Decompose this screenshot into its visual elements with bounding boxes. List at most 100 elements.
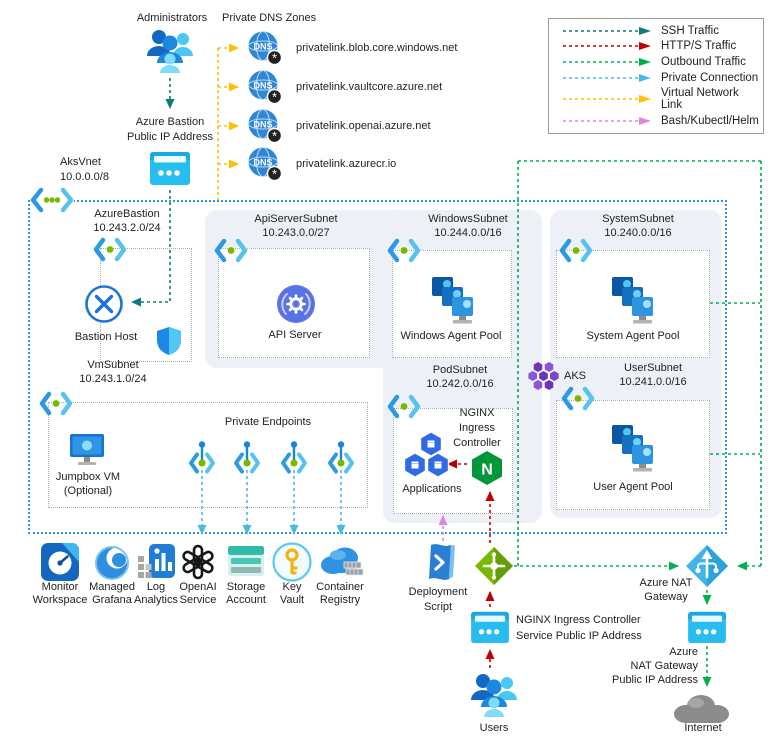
service-label-openai-1: OpenAI — [179, 581, 217, 593]
pod-subnet-cidr: 10.242.0.0/16 — [426, 378, 494, 390]
bastion-public-ip-label-1: Azure Bastion — [135, 116, 205, 128]
service-label-monitor-2: Workspace — [32, 594, 88, 606]
dns-zones-title: Private DNS Zones — [222, 12, 317, 24]
ssh-line-sample — [563, 26, 651, 35]
windows-subnet-cidr: 10.244.0.0/16 — [434, 227, 502, 239]
applications-pods-icon — [404, 431, 450, 478]
service-label-registry-2: Registry — [319, 594, 361, 606]
dns-zone-label: privatelink.blob.core.windows.net — [296, 42, 458, 54]
service-label-grafana-1: Managed — [89, 581, 135, 593]
administrators-icon — [146, 26, 194, 74]
service-label-log-1: Log — [146, 581, 166, 593]
nat-public-ip-icon — [688, 610, 726, 644]
bastion-host-icon — [85, 285, 123, 323]
outbound-line-sample — [563, 58, 651, 67]
api-subnet-cidr: 10.243.0.0/27 — [262, 227, 330, 239]
storage-account-icon — [228, 546, 264, 576]
nginx-service-ip-icon — [471, 610, 509, 644]
http-line-sample — [563, 42, 651, 51]
service-label-storage-2: Account — [226, 594, 266, 606]
deployment-script-icon — [429, 544, 455, 580]
legend-row-ssh: SSH Traffic — [561, 25, 763, 37]
legend-row-http: HTTP/S Traffic — [561, 40, 763, 52]
subnet-icon — [38, 391, 74, 416]
users-label: Users — [479, 722, 509, 734]
legend-label: Virtual Network Link — [660, 87, 739, 112]
bastion-public-ip-label-2: Public IP Address — [126, 131, 213, 143]
vnet-cidr: 10.0.0.0/8 — [60, 171, 109, 183]
subnet-icon — [560, 386, 596, 411]
legend: SSH Traffic HTTP/S Traffic Outbound Traf… — [548, 18, 764, 134]
deployment-script-label-2: Script — [423, 601, 453, 613]
container-registry-icon — [321, 547, 364, 576]
bastion-host-label: Bastion Host — [74, 331, 138, 343]
administrators-label: Administrators — [136, 12, 208, 24]
nsg-shield-icon — [157, 327, 181, 355]
private-endpoint-icon — [187, 438, 217, 476]
aks-icon — [528, 362, 559, 390]
nginx-icon: N — [472, 451, 502, 485]
legend-label: Outbound Traffic — [661, 56, 746, 69]
user-agent-pool-icon — [610, 424, 656, 472]
nat-public-ip-label-2: NAT Gateway — [630, 660, 698, 672]
internet-label: Internet — [684, 722, 722, 734]
box-api-subnet — [218, 248, 370, 358]
user-subnet-name: UserSubnet — [623, 362, 683, 374]
deployment-script-label-1: Deployment — [408, 586, 468, 598]
users-icon — [470, 670, 518, 718]
dns-zone-icon — [248, 109, 282, 143]
bash-line-sample — [563, 117, 651, 126]
service-label-registry-1: Container — [316, 581, 364, 593]
service-label-log-2: Analytics — [133, 594, 179, 606]
nginx-label-3: Controller — [453, 437, 501, 449]
service-label-openai-2: Service — [179, 594, 217, 606]
applications-label: Applications — [402, 483, 462, 495]
vnet-name: AksVnet — [60, 156, 101, 168]
private-line-sample — [563, 73, 651, 82]
legend-label: HTTP/S Traffic — [661, 40, 737, 53]
private-endpoints-title: Private Endpoints — [224, 416, 312, 428]
system-agent-pool-icon — [610, 276, 656, 324]
dns-zone-icon — [248, 31, 282, 65]
internet-cloud-icon — [674, 695, 729, 723]
user-agent-pool-label: User Agent Pool — [593, 481, 673, 493]
private-endpoint-icon — [326, 438, 356, 476]
legend-label: Private Connection — [661, 71, 759, 84]
system-agent-pool-label: System Agent Pool — [586, 330, 680, 342]
dns-zone-icon — [248, 70, 282, 104]
managed-grafana-icon — [95, 546, 129, 580]
pod-subnet-name: PodSubnet — [432, 364, 488, 376]
subnet-icon — [558, 238, 594, 263]
load-balancer-icon — [475, 547, 513, 585]
system-subnet-name: SystemSubnet — [602, 213, 674, 225]
legend-row-bash: Bash/Kubectl/Helm — [561, 115, 763, 127]
subnet-icon — [213, 238, 249, 263]
subnet-icon — [386, 394, 422, 419]
legend-label: SSH Traffic — [661, 24, 719, 37]
vm-subnet-cidr: 10.243.1.0/24 — [79, 373, 147, 385]
service-label-monitor-1: Monitor — [41, 581, 79, 593]
windows-subnet-name: WindowsSubnet — [428, 213, 508, 225]
nginx-service-ip-label-2: Service Public IP Address — [516, 630, 642, 642]
api-server-label: API Server — [268, 329, 322, 341]
bastion-subnet-cidr: 10.243.2.0/24 — [93, 222, 161, 234]
bastion-subnet-name: AzureBastion — [94, 208, 160, 220]
aks-label: AKS — [564, 370, 587, 382]
legend-row-vnetlink: Virtual Network Link — [561, 87, 763, 111]
key-vault-icon — [272, 542, 312, 582]
user-subnet-cidr: 10.241.0.0/16 — [619, 376, 687, 388]
private-endpoint-icon — [279, 438, 309, 476]
api-subnet-name: ApiServerSubnet — [254, 213, 338, 225]
nat-gateway-label-1: Azure NAT — [639, 577, 693, 589]
service-label-keyvault-1: Key — [282, 581, 302, 593]
nginx-label-1: NGINX — [459, 407, 495, 419]
system-subnet-cidr: 10.240.0.0/16 — [604, 227, 672, 239]
service-label-storage-1: Storage — [226, 581, 266, 593]
windows-agent-pool-icon — [430, 276, 476, 324]
nat-gateway-label-2: Gateway — [644, 591, 688, 603]
monitor-workspace-icon — [41, 543, 79, 581]
log-analytics-icon — [138, 544, 175, 578]
service-label-grafana-2: Grafana — [92, 594, 132, 606]
svg-text:N: N — [481, 462, 493, 479]
dns-zone-label: privatelink.vaultcore.azure.net — [296, 81, 443, 93]
